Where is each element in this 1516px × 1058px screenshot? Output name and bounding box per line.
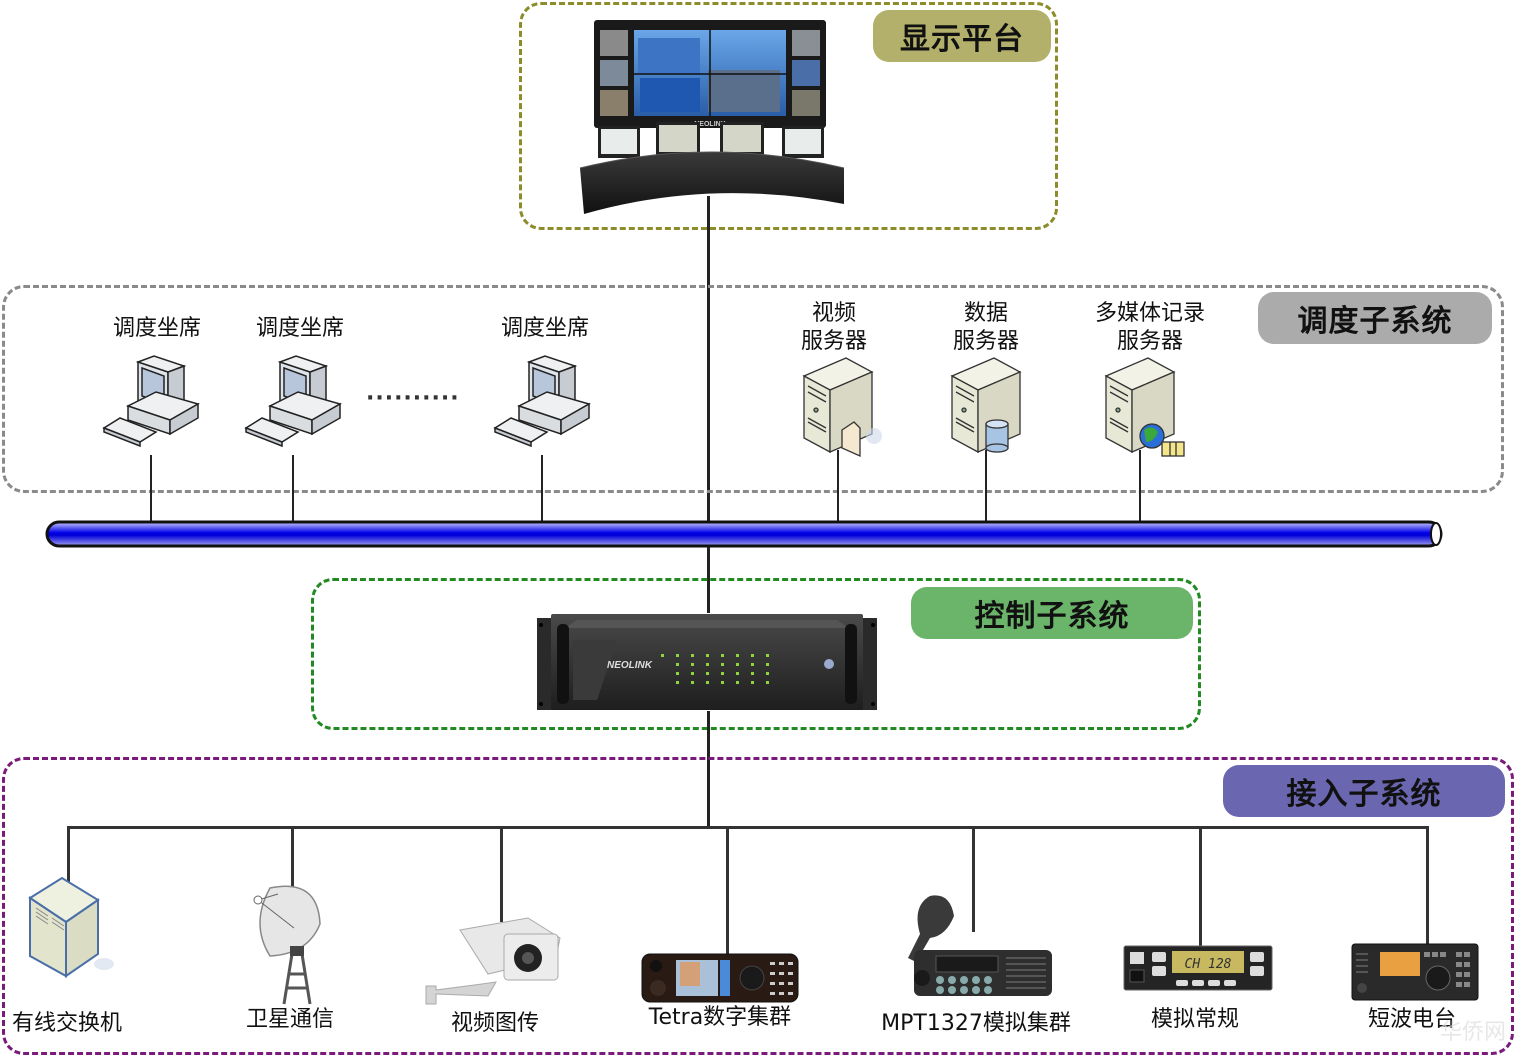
access-drop-line bbox=[726, 826, 729, 954]
console-label: 调度坐席 bbox=[112, 316, 201, 341]
status-led bbox=[721, 654, 724, 657]
access-drop-line bbox=[67, 826, 70, 882]
workstation-computer-icon bbox=[102, 355, 200, 448]
server-label: 视频 服务器 bbox=[774, 300, 894, 356]
server-label-line1: 数据 bbox=[963, 301, 1008, 326]
device-label: 有线交换机 bbox=[12, 1011, 123, 1036]
workstation-computer-icon bbox=[244, 355, 342, 448]
display-platform-title: 显示平台 bbox=[873, 10, 1051, 62]
device-label: MPT1327模拟集群 bbox=[881, 1011, 1071, 1036]
server-link-line bbox=[985, 450, 987, 523]
control-subsystem-group bbox=[311, 578, 1201, 730]
server-link-line bbox=[837, 450, 839, 523]
console-label: 调度坐席 bbox=[500, 316, 589, 341]
mobile-radio-icon bbox=[908, 895, 1052, 996]
status-led bbox=[751, 672, 754, 675]
status-led bbox=[676, 663, 679, 666]
status-led bbox=[691, 654, 694, 657]
device-label: 模拟常规 bbox=[1150, 1007, 1239, 1032]
dispatch-switch-device-icon: NEOLINK bbox=[537, 614, 877, 710]
status-led bbox=[736, 654, 739, 657]
access-distribution-line bbox=[67, 826, 1429, 829]
access-drop-line bbox=[1199, 826, 1202, 946]
watermark: 华侨网 bbox=[1440, 1020, 1507, 1045]
status-led bbox=[706, 663, 709, 666]
multimedia-recording-server-icon bbox=[1104, 357, 1185, 457]
cctv-camera-icon bbox=[425, 917, 561, 1005]
server-label: 数据 服务器 bbox=[926, 300, 1046, 356]
server-label-line1: 多媒体记录 bbox=[1094, 301, 1205, 326]
dispatch-subsystem-title: 调度子系统 bbox=[1258, 292, 1492, 344]
video-wall-console-icon: NEOLINK bbox=[579, 20, 845, 214]
status-led bbox=[706, 654, 709, 657]
server-label-line2: 服务器 bbox=[1116, 329, 1183, 354]
video-wall-brand: NEOLINK bbox=[694, 121, 726, 128]
status-led bbox=[766, 681, 769, 684]
pbx-cabinet-icon bbox=[28, 876, 114, 978]
device-label: 视频图传 bbox=[450, 1011, 539, 1036]
hf-transceiver-icon bbox=[1351, 943, 1479, 1001]
control-downlink-line bbox=[707, 711, 710, 829]
status-led bbox=[736, 663, 739, 666]
status-led bbox=[691, 672, 694, 675]
status-led bbox=[661, 654, 664, 657]
status-led bbox=[721, 672, 724, 675]
access-drop-line bbox=[972, 826, 975, 932]
status-led bbox=[736, 681, 739, 684]
status-led bbox=[751, 654, 754, 657]
analog-radio-display: CH 128 bbox=[1185, 957, 1232, 972]
status-led bbox=[766, 672, 769, 675]
access-drop-line bbox=[291, 826, 294, 890]
access-drop-line bbox=[500, 826, 503, 922]
device-label: Tetra数字集群 bbox=[648, 1005, 792, 1030]
display-platform-group bbox=[519, 2, 1058, 230]
server-label-line1: 视频 bbox=[811, 301, 856, 326]
console-link-line bbox=[150, 455, 152, 523]
dispatch-subsystem-group bbox=[2, 285, 1504, 493]
status-led bbox=[706, 672, 709, 675]
status-led bbox=[721, 663, 724, 666]
tetra-radio-icon bbox=[641, 953, 799, 1003]
more-consoles-ellipsis: ·········· bbox=[366, 386, 460, 411]
status-led bbox=[691, 663, 694, 666]
console-label: 调度坐席 bbox=[255, 316, 344, 341]
access-drop-line bbox=[1426, 826, 1429, 946]
device-brand: NEOLINK bbox=[607, 660, 653, 671]
server-label-line2: 服务器 bbox=[800, 329, 867, 354]
status-led bbox=[706, 681, 709, 684]
status-led bbox=[721, 681, 724, 684]
display-link-line bbox=[707, 196, 710, 523]
device-label: 短波电台 bbox=[1367, 1007, 1456, 1032]
access-subsystem-title: 接入子系统 bbox=[1223, 765, 1505, 817]
status-led bbox=[736, 672, 739, 675]
video-server-icon bbox=[802, 357, 882, 458]
server-label-line2: 服务器 bbox=[952, 329, 1019, 354]
status-led bbox=[766, 663, 769, 666]
access-subsystem-group bbox=[2, 757, 1514, 1055]
status-led bbox=[751, 681, 754, 684]
data-server-icon bbox=[950, 357, 1022, 454]
workstation-computer-icon bbox=[493, 355, 591, 448]
status-led bbox=[751, 663, 754, 666]
status-led bbox=[691, 681, 694, 684]
device-label: 卫星通信 bbox=[245, 1007, 334, 1032]
status-led bbox=[676, 672, 679, 675]
server-label: 多媒体记录 服务器 bbox=[1070, 300, 1230, 356]
status-led bbox=[766, 654, 769, 657]
analog-radio-icon: CH 128 bbox=[1123, 945, 1273, 991]
server-link-line bbox=[1139, 450, 1141, 523]
console-link-line bbox=[541, 455, 543, 523]
console-link-line bbox=[292, 455, 294, 523]
status-led bbox=[676, 681, 679, 684]
satellite-dish-icon bbox=[253, 885, 321, 1005]
control-subsystem-title: 控制子系统 bbox=[911, 587, 1193, 639]
network-bus bbox=[45, 520, 1443, 548]
status-led bbox=[676, 654, 679, 657]
